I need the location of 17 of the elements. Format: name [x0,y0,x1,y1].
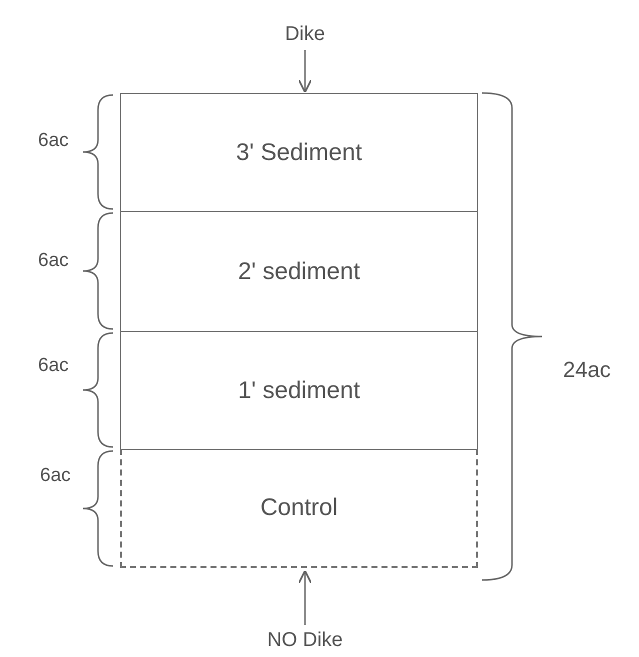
dike-label: Dike [284,22,325,46]
plot-label: 1' sediment [238,376,360,404]
plot-box [120,93,478,212]
arrow [298,570,312,625]
area-label: 6ac [38,355,69,377]
plot-box [120,331,478,450]
control-plot-box [120,449,478,568]
plot-label: Control [260,494,338,522]
plot-label: 3' Sediment [236,138,362,166]
plot-box [120,211,478,332]
area-label: 6ac [40,465,71,487]
area-label: 24ac [563,357,611,383]
area-label: 6ac [38,130,69,152]
no-dike-label: NO Dike [267,628,343,652]
area-label: 6ac [38,250,69,272]
plot-label: 2' sediment [238,258,360,286]
arrow [298,50,312,94]
